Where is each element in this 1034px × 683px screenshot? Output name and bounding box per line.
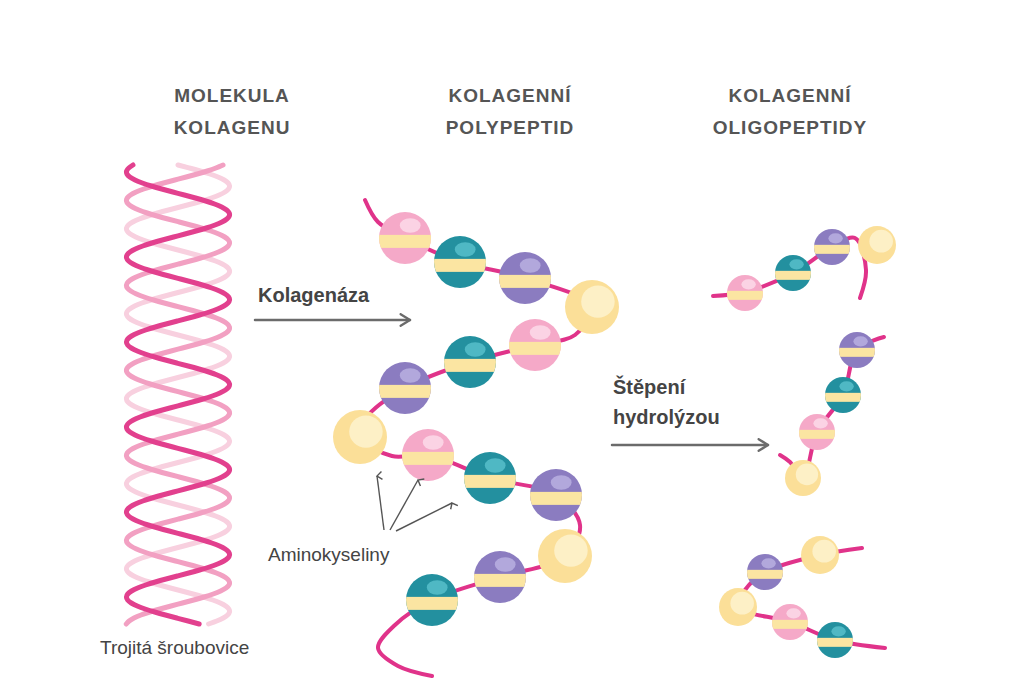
amino-acid-bead <box>402 429 454 481</box>
amino-acid-bead <box>785 460 821 496</box>
amino-acid-bead <box>538 529 592 583</box>
peptide-chains <box>333 200 896 676</box>
amino-acid-bead <box>565 280 619 334</box>
amino-acid-bead <box>499 252 551 304</box>
triple-helix <box>126 165 229 624</box>
illustration-panel: KOLAGENNÍ OLIGOPEPTIDY <box>768 80 898 640</box>
arrow-label: Kolagenáza <box>258 280 428 310</box>
amino-acid-bead <box>775 255 811 291</box>
amino-acid-bead <box>434 236 486 288</box>
amino-acid-bead <box>464 452 516 504</box>
panel-heading: KOLAGENNÍ OLIGOPEPTIDY <box>700 80 880 144</box>
illustration-panel: MOLEKULA KOLAGENU <box>110 80 255 640</box>
part-label: Trojitá šroubovice <box>100 636 249 660</box>
process-arrow <box>612 444 768 447</box>
leader-line <box>396 503 452 531</box>
amino-acid-bead <box>379 362 431 414</box>
panel-heading: KOLAGENNÍ POLYPEPTID <box>420 80 600 144</box>
illustration-panel: KOLAGENNÍ POLYPEPTID <box>410 80 612 640</box>
peptide-strand <box>359 200 592 676</box>
amino-acid-bead <box>333 410 387 464</box>
amino-acid-bead <box>444 336 496 388</box>
amino-acid-bead <box>839 332 875 368</box>
amino-acid-bead <box>727 275 763 311</box>
amino-acid-bead <box>530 469 582 521</box>
amino-acid-bead <box>379 212 431 264</box>
amino-acid-bead <box>801 536 839 574</box>
amino-acid-bead <box>474 551 526 603</box>
amino-acid-bead <box>772 604 808 640</box>
helix-strand <box>126 165 229 624</box>
amino-acid-bead <box>817 622 853 658</box>
helix-strand <box>126 165 229 624</box>
panel-heading: MOLEKULA KOLAGENU <box>142 80 322 144</box>
leader-line <box>377 476 384 530</box>
amino-acid-bead <box>814 229 850 265</box>
amino-acid-bead <box>858 226 896 264</box>
arrow-label: Štěpení hydrolýzou <box>613 372 773 432</box>
amino-acid-bead <box>509 319 561 371</box>
amino-acid-bead <box>825 377 861 413</box>
helix-strand <box>126 165 229 624</box>
leader-lines <box>377 476 452 531</box>
process-arrow <box>255 319 410 322</box>
amino-acid-bead <box>719 588 757 626</box>
amino-acid-bead <box>799 414 835 450</box>
amino-acid-bead <box>747 554 783 590</box>
part-label: Aminokyseliny <box>268 543 389 567</box>
amino-acid-bead <box>406 574 458 626</box>
